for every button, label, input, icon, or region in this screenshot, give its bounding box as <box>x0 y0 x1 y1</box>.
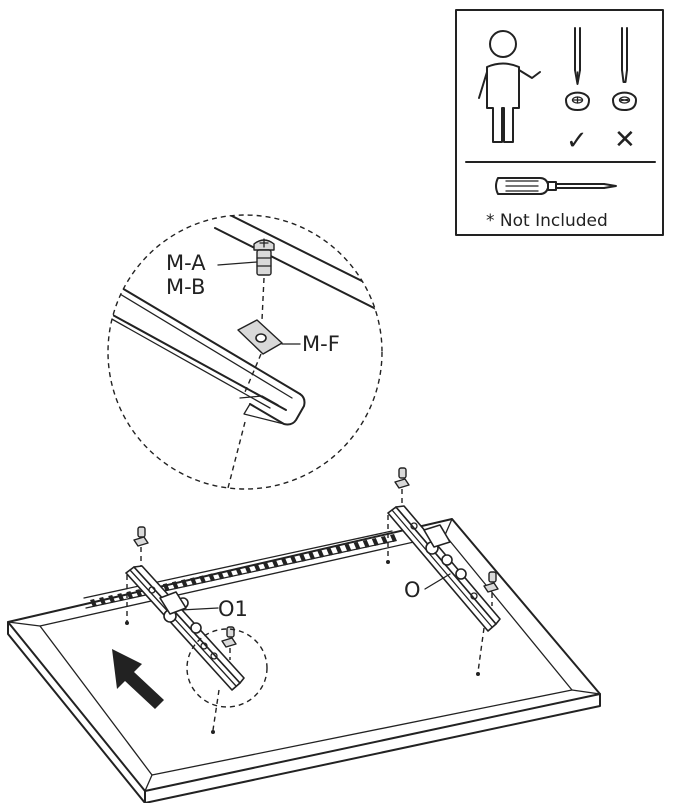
tools-panel: ✓ ✕ * Not Included <box>455 9 664 236</box>
vent-slot <box>90 599 97 607</box>
bracket-right-label: O <box>404 578 421 602</box>
screw-right-bottom-icon <box>483 571 499 606</box>
vent-slot <box>335 545 343 554</box>
vent-slot <box>280 557 288 566</box>
bracket-left-label: O1 <box>218 597 248 621</box>
flat-screwdriver-icon <box>621 27 628 83</box>
vent-slot <box>199 575 207 584</box>
zoom-circle-small <box>186 628 268 708</box>
phillips-screwdriver-icon <box>574 27 581 85</box>
label-mf: M-F <box>302 332 340 356</box>
vent-slot <box>308 551 316 560</box>
vent-slot <box>353 541 361 550</box>
person-icon <box>478 30 541 143</box>
vent-slot <box>244 565 252 574</box>
bracket-right <box>386 505 501 676</box>
vent-slot <box>262 561 270 570</box>
vent-slot <box>117 593 125 602</box>
vent-strip <box>90 534 397 607</box>
vent-slot <box>126 591 134 600</box>
screw-ma-mb-icon <box>253 238 275 321</box>
vent-slot <box>99 597 107 606</box>
vent-slot <box>362 539 370 548</box>
not-included-note: * Not Included <box>486 211 608 231</box>
bracket-left <box>125 565 245 734</box>
vent-slot <box>171 581 179 590</box>
vent-slot <box>217 571 225 580</box>
vent-slot <box>326 547 334 556</box>
vent-slot <box>299 553 307 562</box>
vent-slot <box>162 583 170 592</box>
screwdriver-icon <box>495 177 617 195</box>
tv-back-panel <box>7 518 601 803</box>
vent-slot <box>271 559 279 568</box>
vent-slot <box>344 543 352 552</box>
washer-mf-icon <box>237 319 283 393</box>
vent-slot <box>390 534 397 542</box>
screw-right-top-icon <box>394 467 410 506</box>
vent-slot <box>371 537 379 546</box>
vent-slot <box>135 589 143 598</box>
direction-arrow-icon <box>112 649 164 709</box>
vent-slot <box>380 535 388 544</box>
vent-slot <box>226 569 234 578</box>
screw-left-bottom-icon <box>221 626 237 660</box>
vent-slot <box>180 579 188 588</box>
vent-slot <box>108 595 116 604</box>
vent-slot <box>190 577 197 586</box>
vent-slot <box>290 555 297 564</box>
vent-slot <box>317 549 325 558</box>
vent-slot <box>208 573 216 582</box>
vent-slot <box>253 563 261 572</box>
label-ma: M-A <box>166 251 206 275</box>
vent-slot <box>235 567 243 576</box>
zoom-detail <box>107 214 383 490</box>
wrong-cross-icon: ✕ <box>614 125 636 155</box>
label-mb: M-B <box>166 275 205 299</box>
phillips-screw-head-icon <box>565 91 590 111</box>
flat-screw-head-icon <box>612 91 637 111</box>
correct-check-icon: ✓ <box>566 126 588 156</box>
screw-left-top-icon <box>133 526 149 566</box>
